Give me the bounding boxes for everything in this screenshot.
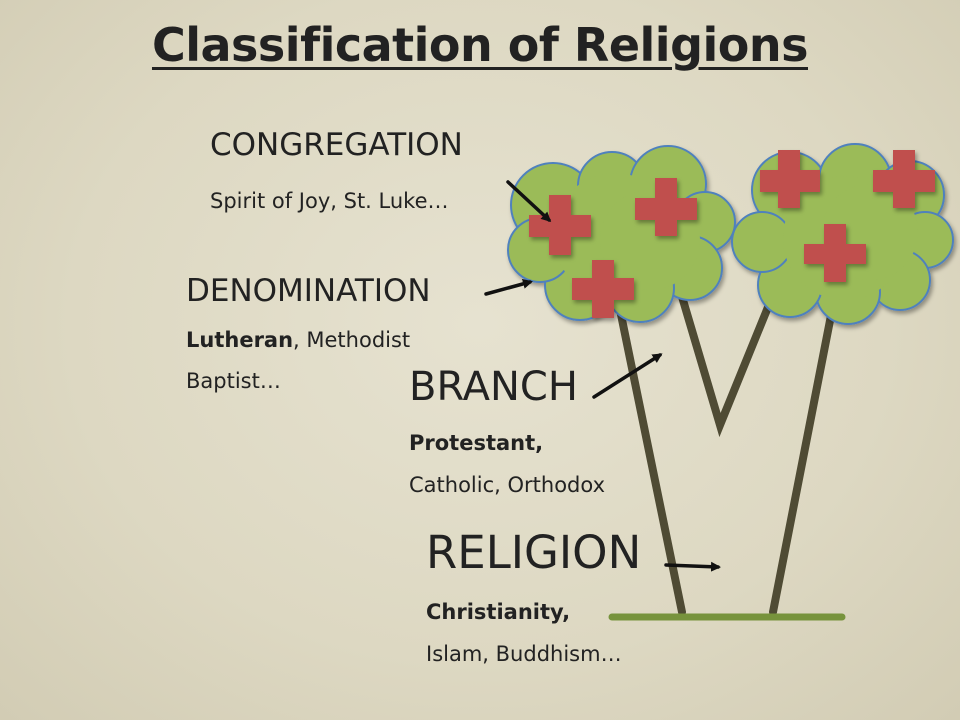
arrows [484,180,721,572]
congregation-examples: Spirit of Joy, St. Luke… [210,189,449,213]
left-trunk [614,296,686,616]
crosses [529,150,935,318]
denomination-examples-rest: , Methodist [293,328,411,352]
arrow-icon [506,180,552,223]
cross-icon [529,195,591,255]
denomination-examples-line2: Baptist… [186,369,281,393]
religion-bold-text: Christianity, [426,600,571,624]
branch-examples-line2: Catholic, Orthodox [409,473,606,497]
branch-fork [676,286,779,438]
arrow-icon [664,561,721,572]
religion-heading: RELIGION [426,526,642,579]
religion-examples-line2: Islam, Buddhism… [426,642,622,666]
cross-icon [873,150,935,208]
branch-bold-example: Protestant, [409,428,543,459]
denomination-examples: Lutheran, Methodist [186,325,410,356]
tree-trunks [614,286,839,616]
arrow-icon [484,279,533,296]
right-trunk [769,291,839,616]
denomination-bold-example: Lutheran [186,328,294,352]
page-title: Classification of Religions [151,18,809,72]
cross-icon [760,150,820,208]
religion-bold-example: Christianity, [426,597,570,628]
branch-bold-text: Protestant, [409,431,544,455]
arrow-icon [592,353,663,399]
cross-icon [572,260,634,318]
cross-icon [635,178,697,236]
denomination-heading: DENOMINATION [186,273,431,309]
congregation-heading: CONGREGATION [210,127,463,163]
cross-icon [804,224,866,282]
branch-heading: BRANCH [409,364,578,410]
